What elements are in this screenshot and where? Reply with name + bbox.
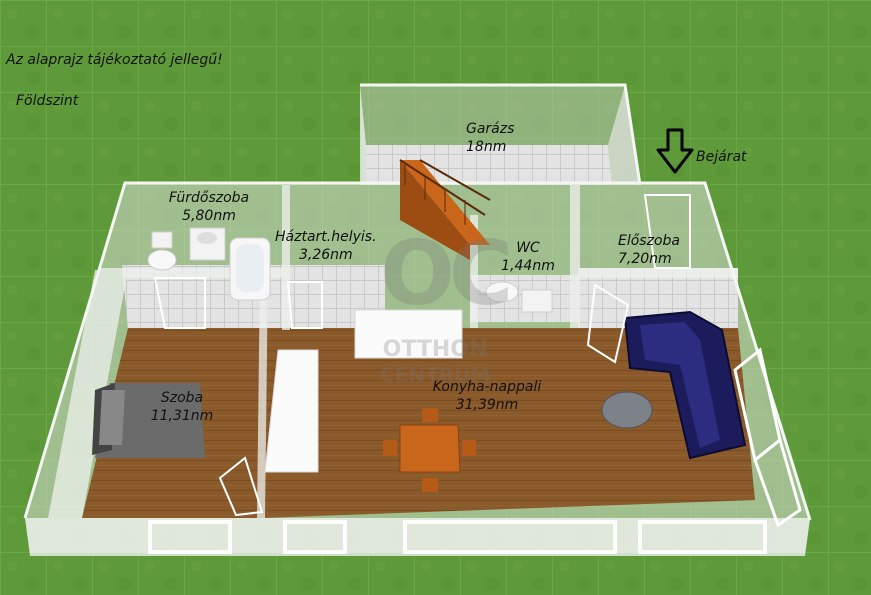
watermark-line2: CENTRUM — [380, 363, 491, 387]
room-label-garage: Garázs 18nm — [466, 120, 514, 156]
hall-floor — [578, 268, 738, 330]
front-windows — [148, 520, 767, 554]
room-label-hall: Előszoba 7,20nm — [618, 232, 680, 268]
sofa — [623, 310, 747, 460]
wc-fixtures — [485, 281, 553, 313]
bed — [92, 383, 205, 458]
room-area: 5,80nm — [182, 208, 236, 224]
room-area: 31,39nm — [455, 397, 519, 413]
room-label-living: Konyha-nappali 31,39nm — [414, 378, 560, 414]
coffee-table — [601, 391, 653, 429]
room-area: 3,26nm — [299, 247, 353, 263]
watermark-line1: OTTHON — [382, 337, 488, 362]
doors — [153, 194, 691, 517]
room-label-utility: Háztart.helyis. 3,26nm — [275, 228, 377, 264]
watermark-logo: OC — [380, 222, 513, 325]
disclaimer-note: Az alaprajz tájékoztató jellegű! — [6, 52, 223, 68]
room-name: Konyha-nappali — [432, 379, 542, 395]
room-name: Előszoba — [618, 233, 680, 249]
living-floor — [262, 328, 755, 518]
room-label-wc: WC 1,44nm — [496, 239, 560, 275]
room-area: 1,44nm — [501, 258, 555, 274]
kitchen-counters — [264, 309, 463, 473]
entrance-label: Bejárat — [696, 149, 747, 165]
entrance-arrow-icon — [656, 128, 694, 174]
bathroom-fixtures — [147, 227, 271, 301]
room-name: Szoba — [160, 390, 204, 406]
staircase — [399, 159, 491, 260]
room-label-bedroom: Szoba 11,31nm — [144, 389, 220, 425]
room-area: 18nm — [466, 139, 507, 155]
room-area: 7,20nm — [618, 251, 672, 267]
dining-set — [383, 408, 476, 492]
room-name: Garázs — [466, 121, 515, 137]
side-windows — [733, 347, 802, 528]
room-label-bathroom: Fürdőszoba 5,80nm — [160, 189, 258, 225]
room-name: WC — [516, 240, 540, 256]
garage — [360, 83, 642, 186]
room-name: Fürdőszoba — [168, 190, 250, 206]
room-name: Háztart.helyis. — [275, 229, 377, 245]
room-area: 11,31nm — [150, 408, 214, 424]
level-label: Földszint — [16, 93, 79, 109]
